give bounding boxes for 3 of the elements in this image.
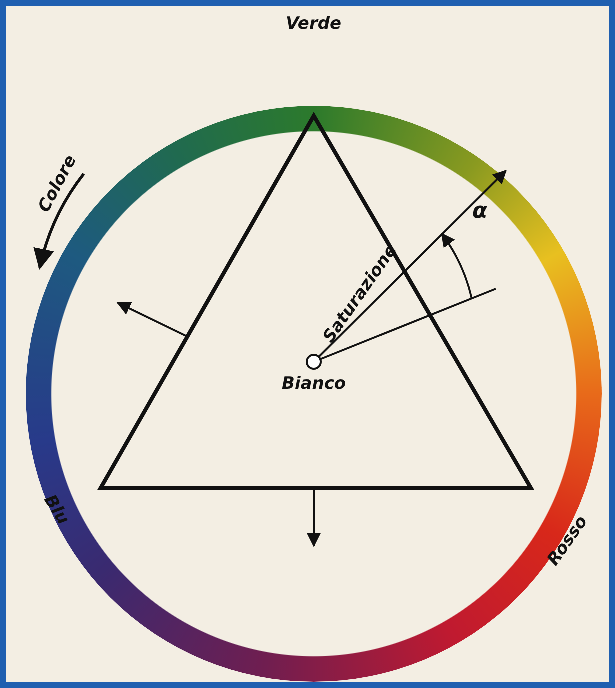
- center-label: Bianco: [282, 374, 346, 394]
- angle-label: α: [472, 198, 488, 224]
- vertex-label: Verde: [286, 14, 342, 34]
